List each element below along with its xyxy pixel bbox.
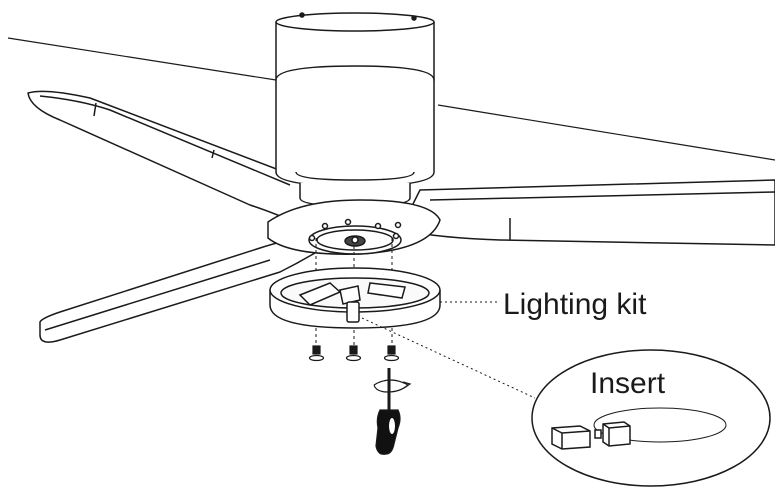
ceiling-lines — [7, 37, 775, 161]
insert-label: Insert — [590, 367, 666, 400]
lighting-kit — [269, 267, 441, 329]
motor-body — [275, 80, 435, 207]
screw-icon — [308, 345, 400, 362]
rotation-arrow-icon — [373, 379, 412, 393]
insert-leader — [361, 317, 536, 399]
insert-detail — [531, 349, 771, 487]
lighting-kit-label: Lighting kit — [503, 288, 647, 321]
blade-hub — [267, 199, 441, 255]
screwdriver-icon — [375, 368, 401, 455]
right-blade — [399, 179, 775, 246]
